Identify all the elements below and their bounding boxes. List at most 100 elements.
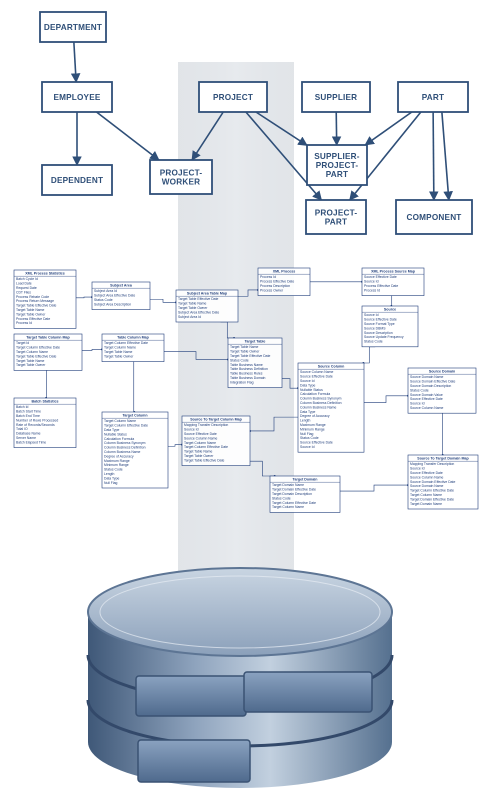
- schema-field: Length: [104, 472, 114, 476]
- schema-field: Minimum Range: [104, 463, 129, 467]
- schema-connector-line: [238, 289, 258, 297]
- schema-field: Table Business Domain: [230, 376, 266, 380]
- schema-field: Maximum Range: [300, 423, 326, 427]
- schema-field: Status Code: [410, 388, 429, 392]
- schema-field: Target Column Effective Date: [410, 489, 454, 493]
- er-entity-project-worker[interactable]: PROJECT-WORKER: [149, 159, 213, 195]
- schema-table-title: Table Column Map: [117, 336, 149, 340]
- er-entity-label: COMPONENT: [406, 213, 461, 222]
- schema-connector-line: [150, 298, 176, 303]
- schema-table-box: [227, 337, 283, 388]
- schema-table-box: [257, 267, 311, 296]
- schema-field: Target Table Effective Date: [230, 354, 271, 358]
- er-entity-label: SUPPLIER-: [314, 152, 360, 161]
- schema-field: Target Column Effective Date: [104, 341, 148, 345]
- schema-table-box: [101, 333, 165, 362]
- schema-field: Source Id: [364, 280, 379, 284]
- schema-field: Server Name: [16, 436, 36, 440]
- er-entity-supplier[interactable]: SUPPLIER: [301, 81, 371, 113]
- schema-field: Source Id: [300, 445, 315, 449]
- schema-field: Process Rebate Code: [16, 295, 49, 299]
- schema-field: Status Code: [300, 436, 319, 440]
- schema-field: Target Domain Effective Date: [272, 488, 316, 492]
- schema-field: Table Business Definition: [230, 367, 268, 371]
- er-entity-supplier-project-part[interactable]: SUPPLIER-PROJECT-PART: [306, 144, 368, 186]
- schema-field: Batch Elapsed Time: [16, 440, 46, 444]
- schema-field: Subject Area Effective Date: [178, 310, 219, 314]
- schema-field: Batch Cycle Id: [16, 277, 38, 281]
- er-entity-part[interactable]: PART: [397, 81, 469, 113]
- schema-field: Target Column Name: [16, 350, 48, 354]
- schema-field: Column Business Name: [300, 405, 336, 409]
- er-entity-department[interactable]: DEPARTMENT: [39, 11, 107, 43]
- schema-field: Batch Start Time: [16, 410, 41, 414]
- schema-field: Subject Area Id: [178, 315, 201, 319]
- schema-table-box: [181, 415, 251, 466]
- schema-table-title: Source: [384, 308, 396, 312]
- schema-field: Source Effective Date: [364, 318, 397, 322]
- er-entity-dependent[interactable]: DEPENDENT: [41, 164, 113, 196]
- schema-field: Process Effective Date: [260, 280, 294, 284]
- er-entity-project-part[interactable]: PROJECT-PART: [305, 199, 367, 235]
- schema-field: Source Column Name: [300, 370, 333, 374]
- er-entity-label: PROJECT-: [160, 169, 203, 178]
- er-entity-box: [305, 199, 367, 235]
- schema-field: Table Business Name: [230, 363, 263, 367]
- er-entity-box: [39, 11, 107, 43]
- er-entity-label: PROJECT-: [315, 209, 358, 218]
- schema-field: Batch Id: [16, 405, 29, 409]
- schema-field: Rate of Records/Seconds: [16, 423, 55, 427]
- schema-table-title: Source Column: [318, 365, 345, 369]
- er-entity-box: [41, 164, 113, 196]
- schema-table-box: [407, 367, 477, 414]
- er-relationship-line: [441, 111, 453, 201]
- schema-field: Column Business Definition: [300, 401, 342, 405]
- schema-field: Subject Area Description: [94, 302, 131, 306]
- schema-field: Target Table Owner: [16, 363, 46, 367]
- schema-connector-line: [76, 296, 92, 299]
- schema-field: Target Table Owner: [104, 354, 134, 358]
- er-entity-label: SUPPLIER: [315, 93, 358, 102]
- schema-field: Source Effective Date: [300, 441, 333, 445]
- schema-table-title: Target Table Column Map: [26, 336, 70, 340]
- schema-table-box: [407, 454, 479, 510]
- schema-field: Target Table Name: [230, 345, 259, 349]
- schema-table-box: [13, 397, 77, 448]
- schema-field: Load Date: [16, 282, 32, 286]
- schema-field: Source Id: [364, 313, 379, 317]
- schema-connector-line: [168, 444, 182, 447]
- schema-table-title: XML Process: [273, 270, 296, 274]
- schema-field: Target Domain Name: [410, 502, 442, 506]
- er-entity-employee[interactable]: EMPLOYEE: [41, 81, 113, 113]
- schema-connector-line: [250, 460, 275, 477]
- er-entity-project[interactable]: PROJECT: [198, 81, 268, 113]
- er-entity-box: [301, 81, 371, 113]
- schema-field: Target Domain Description: [272, 492, 312, 496]
- er-entity-component[interactable]: COMPONENT: [395, 199, 473, 235]
- schema-table-title: Target Column: [122, 414, 147, 418]
- er-entity-label: WORKER: [162, 178, 201, 187]
- schema-field: Source Effective Date: [410, 471, 443, 475]
- schema-field: Target Column Effective Date: [104, 424, 148, 428]
- schema-field: Data Type: [104, 476, 120, 480]
- er-entity-label: PROJECT-: [316, 161, 359, 170]
- schema-field: Source Id: [410, 402, 425, 406]
- schema-field: Target Column Name: [410, 493, 442, 497]
- schema-field: Database Name: [16, 432, 41, 436]
